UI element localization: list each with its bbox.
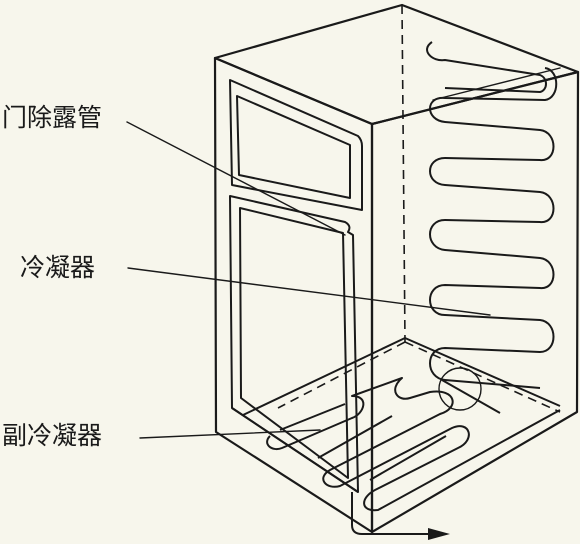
leader-door-pipe: [126, 121, 346, 236]
leader-sub-condenser: [139, 429, 321, 439]
leader-lines: [126, 121, 491, 439]
condenser-top-connector: [432, 67, 561, 101]
sub-condenser-coil-path: [266, 377, 561, 512]
upper-door-pipe-inner: [236, 95, 351, 199]
label-sub-condenser: 副冷凝器: [2, 421, 103, 450]
door-dew-pipe: [229, 79, 363, 493]
upper-door-pipe-outer: [229, 79, 363, 211]
compressor-pipe: [441, 379, 501, 414]
condenser-coil-inner: [426, 41, 547, 93]
compressor-circle: [438, 367, 482, 411]
sub-condenser-coil: [231, 337, 561, 512]
cabinet-top-face: [213, 3, 580, 126]
compressor: [438, 367, 501, 414]
hidden-edges: [277, 4, 561, 413]
lower-door-pipe-inner: [239, 207, 349, 479]
label-door-dew-pipe: 门除露管: [2, 103, 103, 132]
label-condenser: 冷凝器: [20, 253, 96, 282]
floor-rim: [242, 337, 561, 416]
arrow-icon: [428, 528, 450, 540]
lower-door-pipe-outer: [229, 195, 359, 493]
floor-front-edge: [231, 407, 359, 493]
outlet-pipe-line: [351, 492, 430, 535]
condenser-coil-path: [429, 67, 558, 389]
cabinet-side-face: [370, 70, 580, 534]
condenser-coil: [426, 41, 561, 389]
outlet-pipe: [351, 492, 450, 540]
leader-condenser: [127, 267, 491, 316]
sub-condenser-coil-inner: [279, 403, 447, 481]
cabinet-outline: [213, 3, 580, 534]
